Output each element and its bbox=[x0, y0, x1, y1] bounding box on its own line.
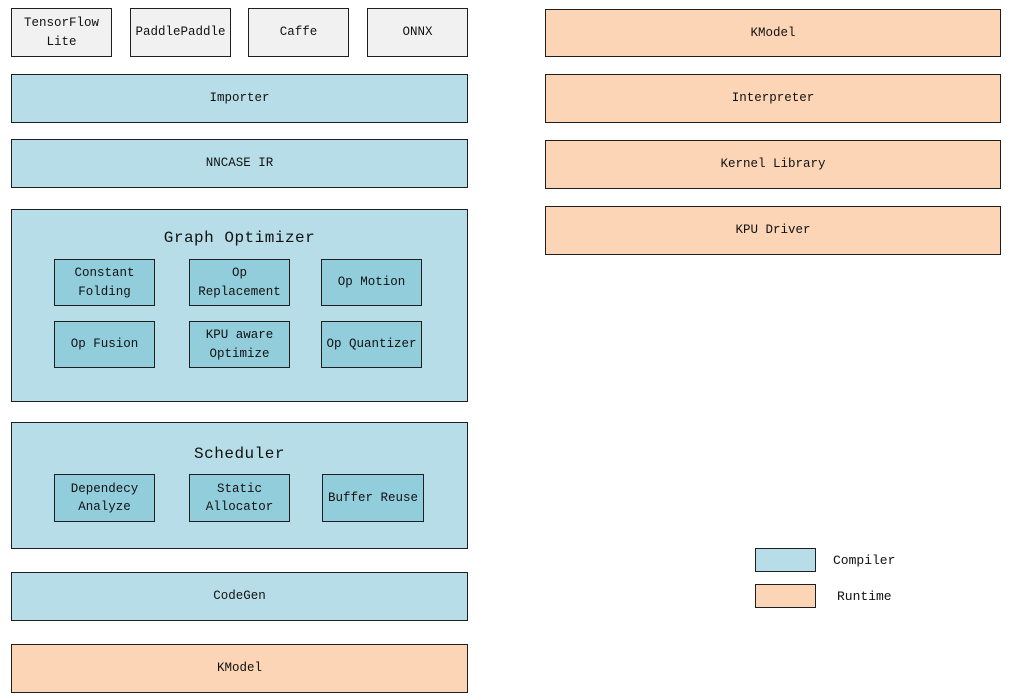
compiler-stage-nncase-ir: NNCASE IR bbox=[11, 139, 468, 188]
kmodel-left-label: KModel bbox=[216, 661, 262, 676]
codegen-label: CodeGen bbox=[213, 589, 266, 604]
graph-optimizer-title: Graph Optimizer bbox=[163, 229, 316, 247]
scheduler-title: Scheduler bbox=[194, 445, 285, 463]
legend-compiler-swatch bbox=[755, 548, 816, 572]
optimizer-pass-kpu-aware-optimize: KPU aware Optimize bbox=[189, 321, 290, 368]
constant-folding-label: Constant Folding bbox=[74, 266, 135, 299]
optimizer-pass-op-fusion: Op Fusion bbox=[54, 321, 155, 368]
framework-box-paddlepaddle: PaddlePaddle bbox=[130, 8, 231, 57]
framework-label-onnx: ONNX bbox=[402, 25, 433, 40]
compiler-stage-scheduler: Scheduler Dependecy Analyze Static Alloc… bbox=[11, 422, 468, 549]
optimizer-pass-op-quantizer: Op Quantizer bbox=[321, 321, 422, 368]
kpu-driver-label: KPU Driver bbox=[735, 223, 811, 238]
runtime-stage-kernel-library: Kernel Library bbox=[545, 140, 1001, 189]
importer-label: Importer bbox=[209, 91, 270, 106]
optimizer-pass-constant-folding: Constant Folding bbox=[54, 259, 155, 306]
legend-runtime-swatch bbox=[755, 584, 816, 608]
scheduler-pass-static-allocator: Static Allocator bbox=[189, 474, 290, 522]
dependecy-analyze-label: Dependecy Analyze bbox=[70, 481, 139, 514]
kernel-library-label: Kernel Library bbox=[720, 157, 826, 172]
legend-runtime-label: Runtime bbox=[837, 588, 892, 604]
compiler-stage-graph-optimizer: Graph Optimizer Constant Folding Op Repl… bbox=[11, 209, 468, 402]
optimizer-pass-op-replacement: Op Replacement bbox=[189, 259, 290, 306]
framework-box-caffe: Caffe bbox=[248, 8, 349, 57]
framework-box-onnx: ONNX bbox=[367, 8, 468, 57]
op-quantizer-label: Op Quantizer bbox=[326, 337, 417, 352]
scheduler-pass-dependecy-analyze: Dependecy Analyze bbox=[54, 474, 155, 522]
kmodel-right-label: KModel bbox=[750, 25, 796, 40]
compiler-stage-importer: Importer bbox=[11, 74, 468, 123]
runtime-stage-kmodel: KModel bbox=[545, 9, 1001, 57]
compiler-output-kmodel: KModel bbox=[11, 644, 468, 693]
runtime-stage-interpreter: Interpreter bbox=[545, 74, 1001, 123]
nncase-ir-label: NNCASE IR bbox=[205, 156, 274, 171]
static-allocator-label: Static Allocator bbox=[205, 481, 274, 514]
op-replacement-label: Op Replacement bbox=[198, 266, 281, 299]
framework-label-tensorflow-lite: TensorFlow Lite bbox=[23, 16, 99, 49]
legend-compiler-label: Compiler bbox=[833, 552, 896, 568]
buffer-reuse-label: Buffer Reuse bbox=[327, 490, 418, 505]
framework-label-paddlepaddle: PaddlePaddle bbox=[135, 25, 226, 40]
op-motion-label: Op Motion bbox=[337, 275, 406, 290]
interpreter-label: Interpreter bbox=[731, 91, 815, 106]
op-fusion-label: Op Fusion bbox=[70, 337, 139, 352]
scheduler-pass-buffer-reuse: Buffer Reuse bbox=[322, 474, 424, 522]
runtime-stage-kpu-driver: KPU Driver bbox=[545, 206, 1001, 255]
optimizer-pass-op-motion: Op Motion bbox=[321, 259, 422, 306]
framework-box-tensorflow-lite: TensorFlow Lite bbox=[11, 8, 112, 57]
kpu-aware-optimize-label: KPU aware Optimize bbox=[205, 328, 274, 361]
framework-label-caffe: Caffe bbox=[279, 25, 318, 40]
compiler-stage-codegen: CodeGen bbox=[11, 572, 468, 621]
